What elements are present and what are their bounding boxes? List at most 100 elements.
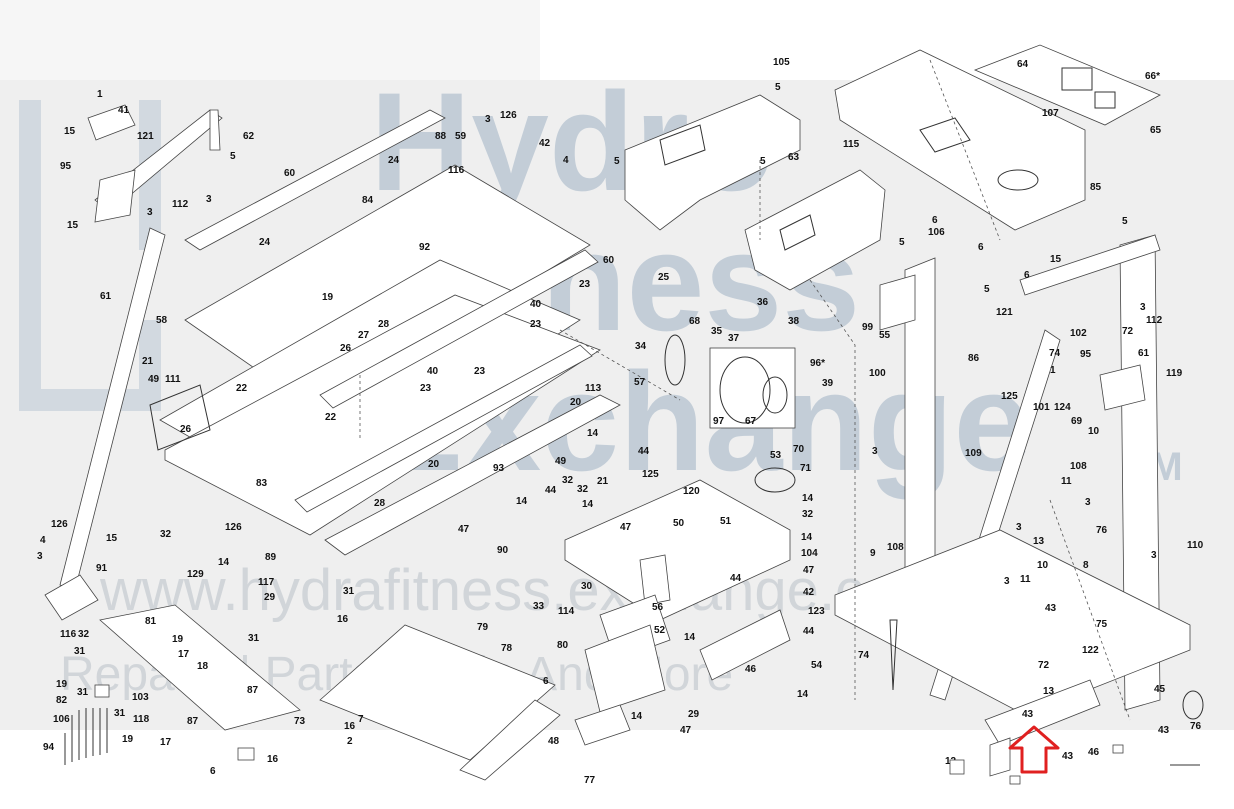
part-label: 69 — [1071, 416, 1083, 427]
part-label: 74 — [858, 650, 870, 661]
part-label: 125 — [1001, 391, 1018, 402]
part-label: 3 — [1151, 550, 1157, 561]
part-label: 44 — [803, 626, 815, 637]
part-label: 101 — [1033, 402, 1050, 413]
part-label: 6 — [210, 766, 216, 777]
part-label: 6 — [1024, 270, 1030, 281]
part-label: 32 — [160, 529, 172, 540]
part-label: 95 — [1080, 349, 1092, 360]
part-label: 43 — [1022, 709, 1034, 720]
part-label: 14 — [582, 499, 594, 510]
part-label: 105 — [773, 57, 790, 68]
part-label: 13 — [1033, 536, 1045, 547]
part-label: 109 — [965, 448, 982, 459]
part-label: 129 — [187, 569, 204, 580]
part-label: 94 — [43, 742, 55, 753]
part-label: 85 — [1090, 182, 1102, 193]
part-label: 46 — [745, 664, 757, 675]
part-label: 24 — [388, 155, 400, 166]
part-label: 30 — [581, 581, 593, 592]
part-label: 50 — [673, 518, 685, 529]
part-label: 35 — [711, 326, 723, 337]
part-label: 115 — [843, 139, 860, 150]
hardware-parts — [64, 684, 1200, 785]
part-label: 118 — [133, 714, 150, 725]
part-label: 81 — [145, 616, 157, 627]
part-label: 15 — [1050, 254, 1062, 265]
part-label: 51 — [720, 516, 732, 527]
part-label: 107 — [1042, 108, 1059, 119]
part-label: 68 — [689, 316, 701, 327]
part-label: 24 — [259, 237, 271, 248]
part-label: 42 — [539, 138, 551, 149]
part-label: 121 — [137, 131, 154, 142]
part-label: 55 — [879, 330, 891, 341]
part-label: 67 — [745, 416, 757, 427]
part-label: 116 — [60, 629, 77, 640]
part-label: 54 — [811, 660, 823, 671]
part-label: 31 — [74, 646, 86, 657]
part-label: 10 — [1037, 560, 1049, 571]
part-label: 123 — [808, 606, 825, 617]
part-label: 61 — [1138, 348, 1150, 359]
part-label: 37 — [728, 333, 740, 344]
part-label: 5 — [614, 156, 620, 167]
part-label: 26 — [340, 343, 352, 354]
part-label: 16 — [267, 754, 279, 765]
part-label: 113 — [585, 383, 602, 394]
part-label: 112 — [172, 199, 189, 210]
part-label: 89 — [265, 552, 277, 563]
part-label: 102 — [1070, 328, 1087, 339]
part-label: 5 — [775, 82, 781, 93]
part-label: 121 — [996, 307, 1013, 318]
part-label: 47 — [620, 522, 632, 533]
part-label: 19 — [122, 734, 134, 745]
part-label: 36 — [757, 297, 769, 308]
part-label: 111 — [165, 374, 181, 385]
part-label: 52 — [654, 625, 666, 636]
part-label: 17 — [178, 649, 190, 660]
part-label: 16 — [337, 614, 349, 625]
part-label: 5 — [1122, 216, 1128, 227]
part-label: 28 — [374, 498, 386, 509]
console-assembly — [834, 44, 1161, 231]
part-label: 34 — [635, 341, 647, 352]
part-label: 116 — [448, 165, 465, 176]
part-label: 10 — [1088, 426, 1100, 437]
part-label: 14 — [797, 689, 809, 700]
motor-and-belt — [664, 334, 796, 493]
part-label: 23 — [474, 366, 486, 377]
part-label: 76 — [1096, 525, 1108, 536]
part-label: 112 — [1146, 315, 1163, 326]
part-label: 14 — [516, 496, 528, 507]
incline-frame — [564, 479, 791, 681]
part-label: 7 — [358, 714, 364, 725]
part-label: 108 — [887, 542, 904, 553]
part-label: 86 — [968, 353, 980, 364]
part-label: 79 — [477, 622, 489, 633]
part-label: 117 — [258, 577, 275, 588]
part-label: 5 — [230, 151, 236, 162]
part-label: 6 — [932, 215, 938, 226]
part-label: 126 — [51, 519, 68, 530]
motor-hood — [624, 94, 886, 291]
part-label: 32 — [577, 484, 589, 495]
watermark-url: www.hydrafitness.exchange.com — [99, 558, 945, 623]
part-label: 32 — [78, 629, 90, 640]
callout-arrow — [1008, 725, 1060, 774]
part-label: 27 — [358, 330, 370, 341]
part-label: 87 — [187, 716, 199, 727]
part-label: 8 — [1083, 560, 1089, 571]
part-label: 57 — [634, 377, 646, 388]
part-label: 120 — [683, 486, 700, 497]
part-label: 83 — [256, 478, 268, 489]
part-label: 29 — [264, 592, 276, 603]
part-label: 39 — [822, 378, 834, 389]
base-frame — [834, 529, 1204, 777]
part-label: 19 — [56, 679, 68, 690]
deck-and-frame — [149, 109, 621, 556]
part-label: 4 — [40, 535, 46, 546]
part-label: 23 — [579, 279, 591, 290]
part-label: 6 — [978, 242, 984, 253]
